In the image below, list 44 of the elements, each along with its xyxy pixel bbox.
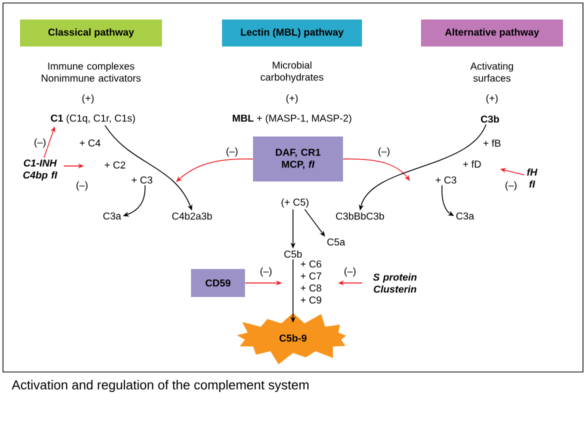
edge-label: (–) [376,146,392,158]
arrow [176,158,254,182]
component-text: C1 (C1q, C1r, C1s) [50,114,135,124]
edge-label: (–) [32,137,48,149]
reactant-label: (+) [82,94,94,104]
activator-text: Microbial carbohydrates [260,61,324,83]
edge-label: (–) [504,180,518,192]
component-text: MBL + (MASP-1, MASP-2) [232,114,352,124]
pathway-box: Classical pathway [20,20,162,46]
product-text: C3a [456,212,474,220]
regulator-box: CD59 [191,269,245,297]
activator-text: Immune complexes Nonimmune activators [42,62,141,82]
edge-label: (–) [74,180,90,192]
reactant-label: (+) [286,94,298,104]
edge-label: (–) [342,266,358,278]
component-text: C3b [480,115,500,123]
activator-text: Activating surfaces [470,62,514,82]
pathway-box: Lectin (MBL) pathway [222,20,362,46]
inhibitor-text: C1-INH C4bp fI [23,159,58,181]
edge-label: (–) [258,266,274,278]
product-text: C4b2a3b [172,212,212,220]
product-text: C3a [103,212,122,220]
regulator-box: DAF, CR1 MCP, fI [253,136,343,182]
edge-label: (–) [224,146,240,158]
product-text: C3bBbC3b [336,212,384,220]
reactant-label: + C7 [300,272,322,280]
reactant-label: + C3 [132,176,152,184]
reactant-label: + C8 [300,284,322,292]
inhibitor-text: S protein Clusterin [373,273,417,293]
reactant-label: (+) [486,94,498,104]
reactant-label: + C4 [80,139,100,147]
reactant-label: + C2 [104,161,126,169]
inhibitor-text: fH fI [527,168,538,188]
product-text: C5b [284,250,302,258]
component-text: (+ C5) [282,198,308,208]
reactant-label: + fB [483,139,500,147]
pathway-box: Alternative pathway [421,20,563,46]
reactant-label: + fD [463,160,481,168]
caption: Activation and regulation of the complement system [12,380,308,392]
reactant-label: + C9 [300,296,322,304]
reactant-label: + C3 [436,176,456,184]
product-text: C5a [327,238,346,246]
membrane-attack-starburst: C5b-9 [236,312,346,364]
reactant-label: + C6 [300,260,322,268]
